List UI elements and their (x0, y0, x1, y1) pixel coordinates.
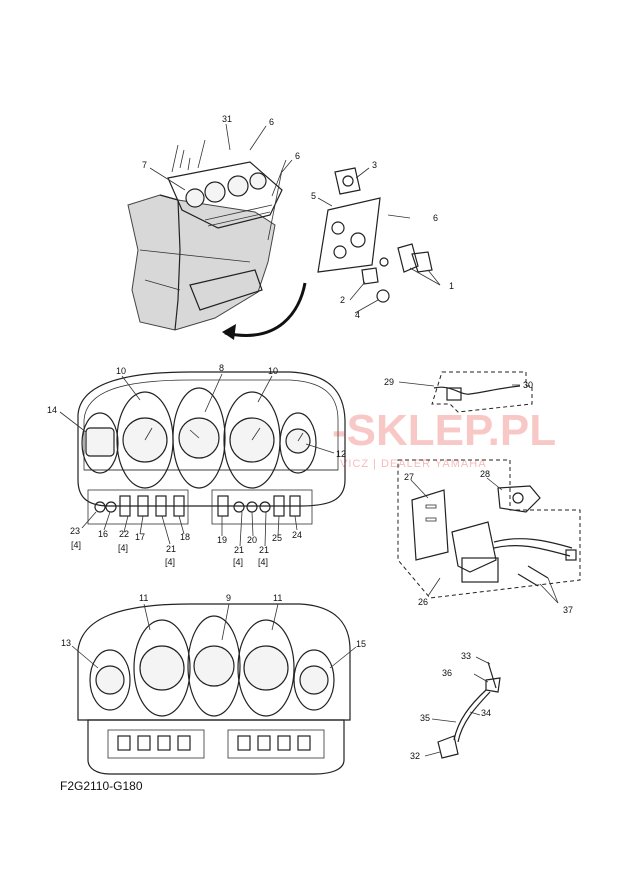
key-lanyard-assembly (424, 656, 501, 759)
callout-7: 7 (142, 160, 147, 170)
quantity-note: [4] (258, 557, 268, 567)
callout-36: 36 (442, 668, 452, 678)
leaders-top-left (149, 123, 293, 191)
callout-30: 30 (523, 380, 533, 390)
quantity-note: [4] (233, 557, 243, 567)
callout-6: 6 (433, 213, 438, 223)
leaders-bottom (71, 603, 357, 669)
mount-bracket-box (397, 459, 581, 604)
callout-6: 6 (269, 117, 274, 127)
switch-panel-assembly (317, 167, 441, 314)
callout-11: 11 (139, 593, 148, 603)
callout-11: 11 (273, 593, 282, 603)
callout-20: 20 (247, 535, 257, 545)
callout-9: 9 (226, 593, 231, 603)
wiring-harness-box (398, 371, 533, 413)
callout-24: 24 (292, 530, 302, 540)
leaders-middle (59, 373, 335, 547)
callout-22: 22 (119, 529, 129, 539)
quantity-note: [4] (71, 540, 81, 550)
callout-8: 8 (219, 363, 224, 373)
callout-21: 21 (166, 544, 176, 554)
watermark: -SKLEP.PL VICZ | DEALER YAMAHA (332, 406, 556, 470)
quantity-note: [4] (165, 557, 175, 567)
callout-18: 18 (180, 532, 190, 542)
callout-28: 28 (480, 469, 490, 479)
callout-17: 17 (135, 532, 145, 542)
callout-4: 4 (355, 310, 360, 320)
callout-3: 3 (372, 160, 377, 170)
front-instrument-panel (77, 371, 346, 525)
callout-21: 21 (234, 545, 244, 555)
callout-15: 15 (356, 639, 366, 649)
callout-35: 35 (420, 713, 430, 723)
assembly-arrow (222, 282, 307, 340)
console-housing-assembly (127, 194, 276, 331)
callout-37: 37 (563, 605, 573, 615)
callout-33: 33 (461, 651, 471, 661)
callout-6: 6 (295, 151, 300, 161)
callout-5: 5 (311, 191, 316, 201)
screws-top (171, 139, 287, 241)
callout-26: 26 (418, 597, 428, 607)
callout-10: 10 (116, 366, 126, 376)
callout-14: 14 (47, 405, 57, 415)
callout-labels: 31 6 6 7 3 5 6 1 2 4 10 8 10 14 12 29 30… (47, 114, 573, 761)
callout-31: 31 (222, 114, 232, 124)
callout-19: 19 (217, 535, 227, 545)
callout-1: 1 (449, 281, 454, 291)
figure-code: F2G2110-G180 (60, 779, 143, 793)
callout-10: 10 (268, 366, 278, 376)
callout-32: 32 (410, 751, 420, 761)
callout-29: 29 (384, 377, 394, 387)
gauge-panel-top (167, 161, 283, 229)
callout-27: 27 (404, 472, 414, 482)
svg-text:-SKLEP.PL: -SKLEP.PL (332, 406, 556, 455)
quantity-note: [4] (118, 543, 128, 553)
rear-instrument-panel (77, 603, 351, 775)
callout-23: 23 (70, 526, 80, 536)
callout-2: 2 (340, 295, 345, 305)
callout-12: 12 (336, 449, 346, 459)
svg-text:VICZ | DEALER YAMAHA: VICZ | DEALER YAMAHA (340, 458, 487, 470)
callout-21: 21 (259, 545, 269, 555)
callout-34: 34 (481, 708, 491, 718)
callout-25: 25 (272, 533, 282, 543)
callout-13: 13 (61, 638, 71, 648)
callout-16: 16 (98, 529, 108, 539)
